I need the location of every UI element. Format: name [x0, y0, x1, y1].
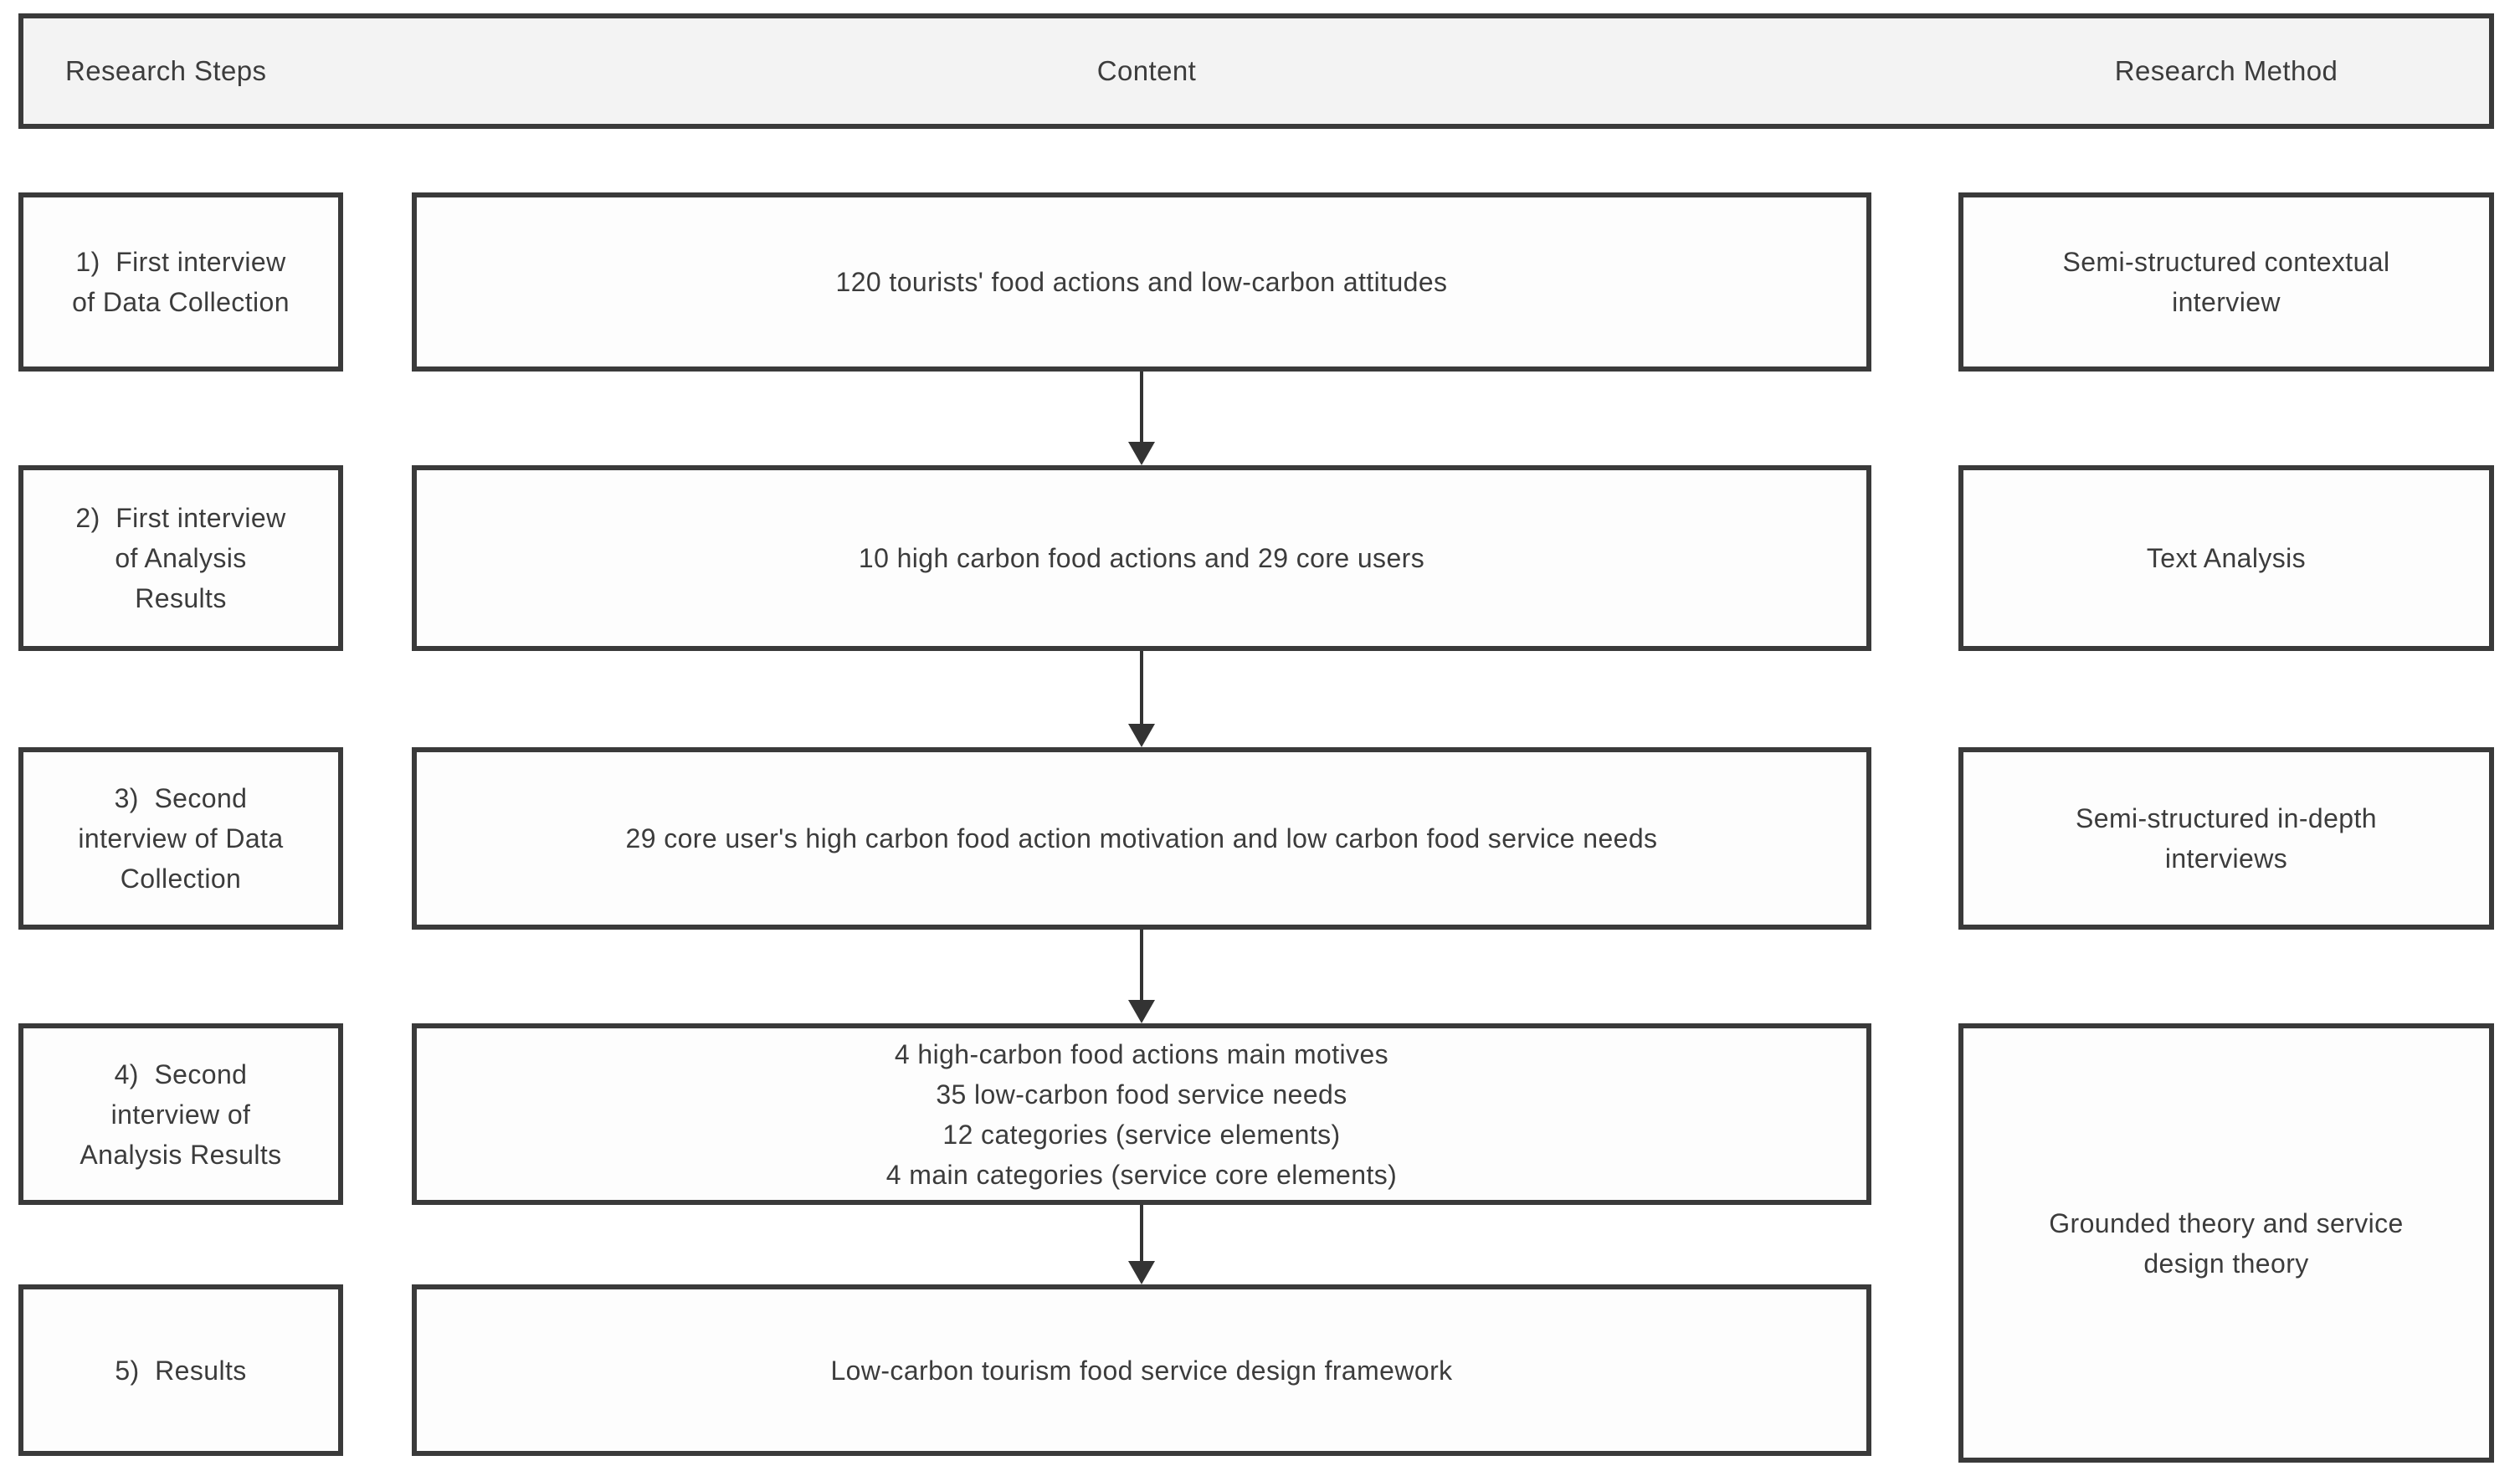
down-arrow — [1128, 930, 1155, 1023]
text-line: Collection — [120, 864, 242, 894]
method-1-box: Semi-structured contextual interview — [1958, 192, 2494, 372]
text-line: Low-carbon tourism food service design f… — [830, 1355, 1453, 1386]
header-research-steps: Research Steps — [65, 55, 267, 86]
step-4-box: 4) Second interview of Analysis Results — [18, 1023, 343, 1205]
arrow-head-icon — [1128, 442, 1155, 465]
text-line: 12 categories (service elements) — [942, 1119, 1341, 1150]
header-content: Content — [1096, 55, 1197, 86]
content-2-box: 10 high carbon food actions and 29 core … — [412, 465, 1871, 651]
method-3-box: Semi-structured in-depth interviews — [1958, 747, 2494, 930]
method-2-box: Text Analysis — [1958, 465, 2494, 651]
text-line: of Analysis — [115, 543, 247, 573]
down-arrow — [1128, 651, 1155, 747]
arrow-head-icon — [1128, 1261, 1155, 1284]
arrow-shaft — [1140, 651, 1143, 727]
arrow-head-icon — [1128, 1000, 1155, 1023]
text-line: Text Analysis — [2146, 543, 2307, 573]
header-bar: Research Steps Content Research Method — [18, 13, 2494, 129]
text-line: 120 tourists' food actions and low-carbo… — [835, 267, 1448, 297]
text-line: 29 core user's high carbon food action m… — [625, 823, 1658, 853]
text-line: 35 low-carbon food service needs — [936, 1079, 1347, 1110]
text-line: Analysis Results — [80, 1139, 282, 1170]
arrow-shaft — [1140, 1205, 1143, 1264]
content-1-box: 120 tourists' food actions and low-carbo… — [412, 192, 1871, 372]
text-line: 4 main categories (service core elements… — [885, 1159, 1398, 1190]
arrow-head-icon — [1128, 724, 1155, 747]
content-5-box: Low-carbon tourism food service design f… — [412, 1284, 1871, 1456]
step-5-box: 5) Results — [18, 1284, 343, 1456]
method-merged-box: Grounded theory and service design theory — [1958, 1023, 2494, 1463]
down-arrow — [1128, 1205, 1155, 1284]
arrow-shaft — [1140, 372, 1143, 445]
text-line: Semi-structured contextual — [2062, 247, 2390, 277]
content-4-box: 4 high-carbon food actions main motives 3… — [412, 1023, 1871, 1205]
text-line: 4) Second — [114, 1058, 248, 1089]
text-line: Grounded theory and service — [2049, 1207, 2404, 1238]
text-line: interview of Data — [78, 823, 284, 853]
header-research-method: Research Method — [2114, 55, 2338, 86]
text-line: design theory — [2143, 1248, 2309, 1279]
text-line: 10 high carbon food actions and 29 core … — [858, 543, 1425, 573]
text-line: Results — [135, 583, 227, 613]
step-1-box: 1) First interview of Data Collection — [18, 192, 343, 372]
text-line: 2) First interview — [75, 503, 286, 533]
content-3-box: 29 core user's high carbon food action m… — [412, 747, 1871, 930]
text-line: 4 high-carbon food actions main motives — [894, 1038, 1389, 1069]
text-line: interview of — [110, 1099, 251, 1130]
text-line: Semi-structured in-depth — [2076, 803, 2377, 833]
down-arrow — [1128, 372, 1155, 465]
text-line: of Data Collection — [72, 287, 290, 317]
text-line: interviews — [2164, 843, 2288, 874]
text-line: 3) Second — [114, 783, 248, 813]
arrow-shaft — [1140, 930, 1143, 1003]
text-line: 5) Results — [115, 1355, 247, 1386]
text-line: interview — [2172, 287, 2281, 317]
text-line: 1) First interview — [75, 247, 286, 277]
